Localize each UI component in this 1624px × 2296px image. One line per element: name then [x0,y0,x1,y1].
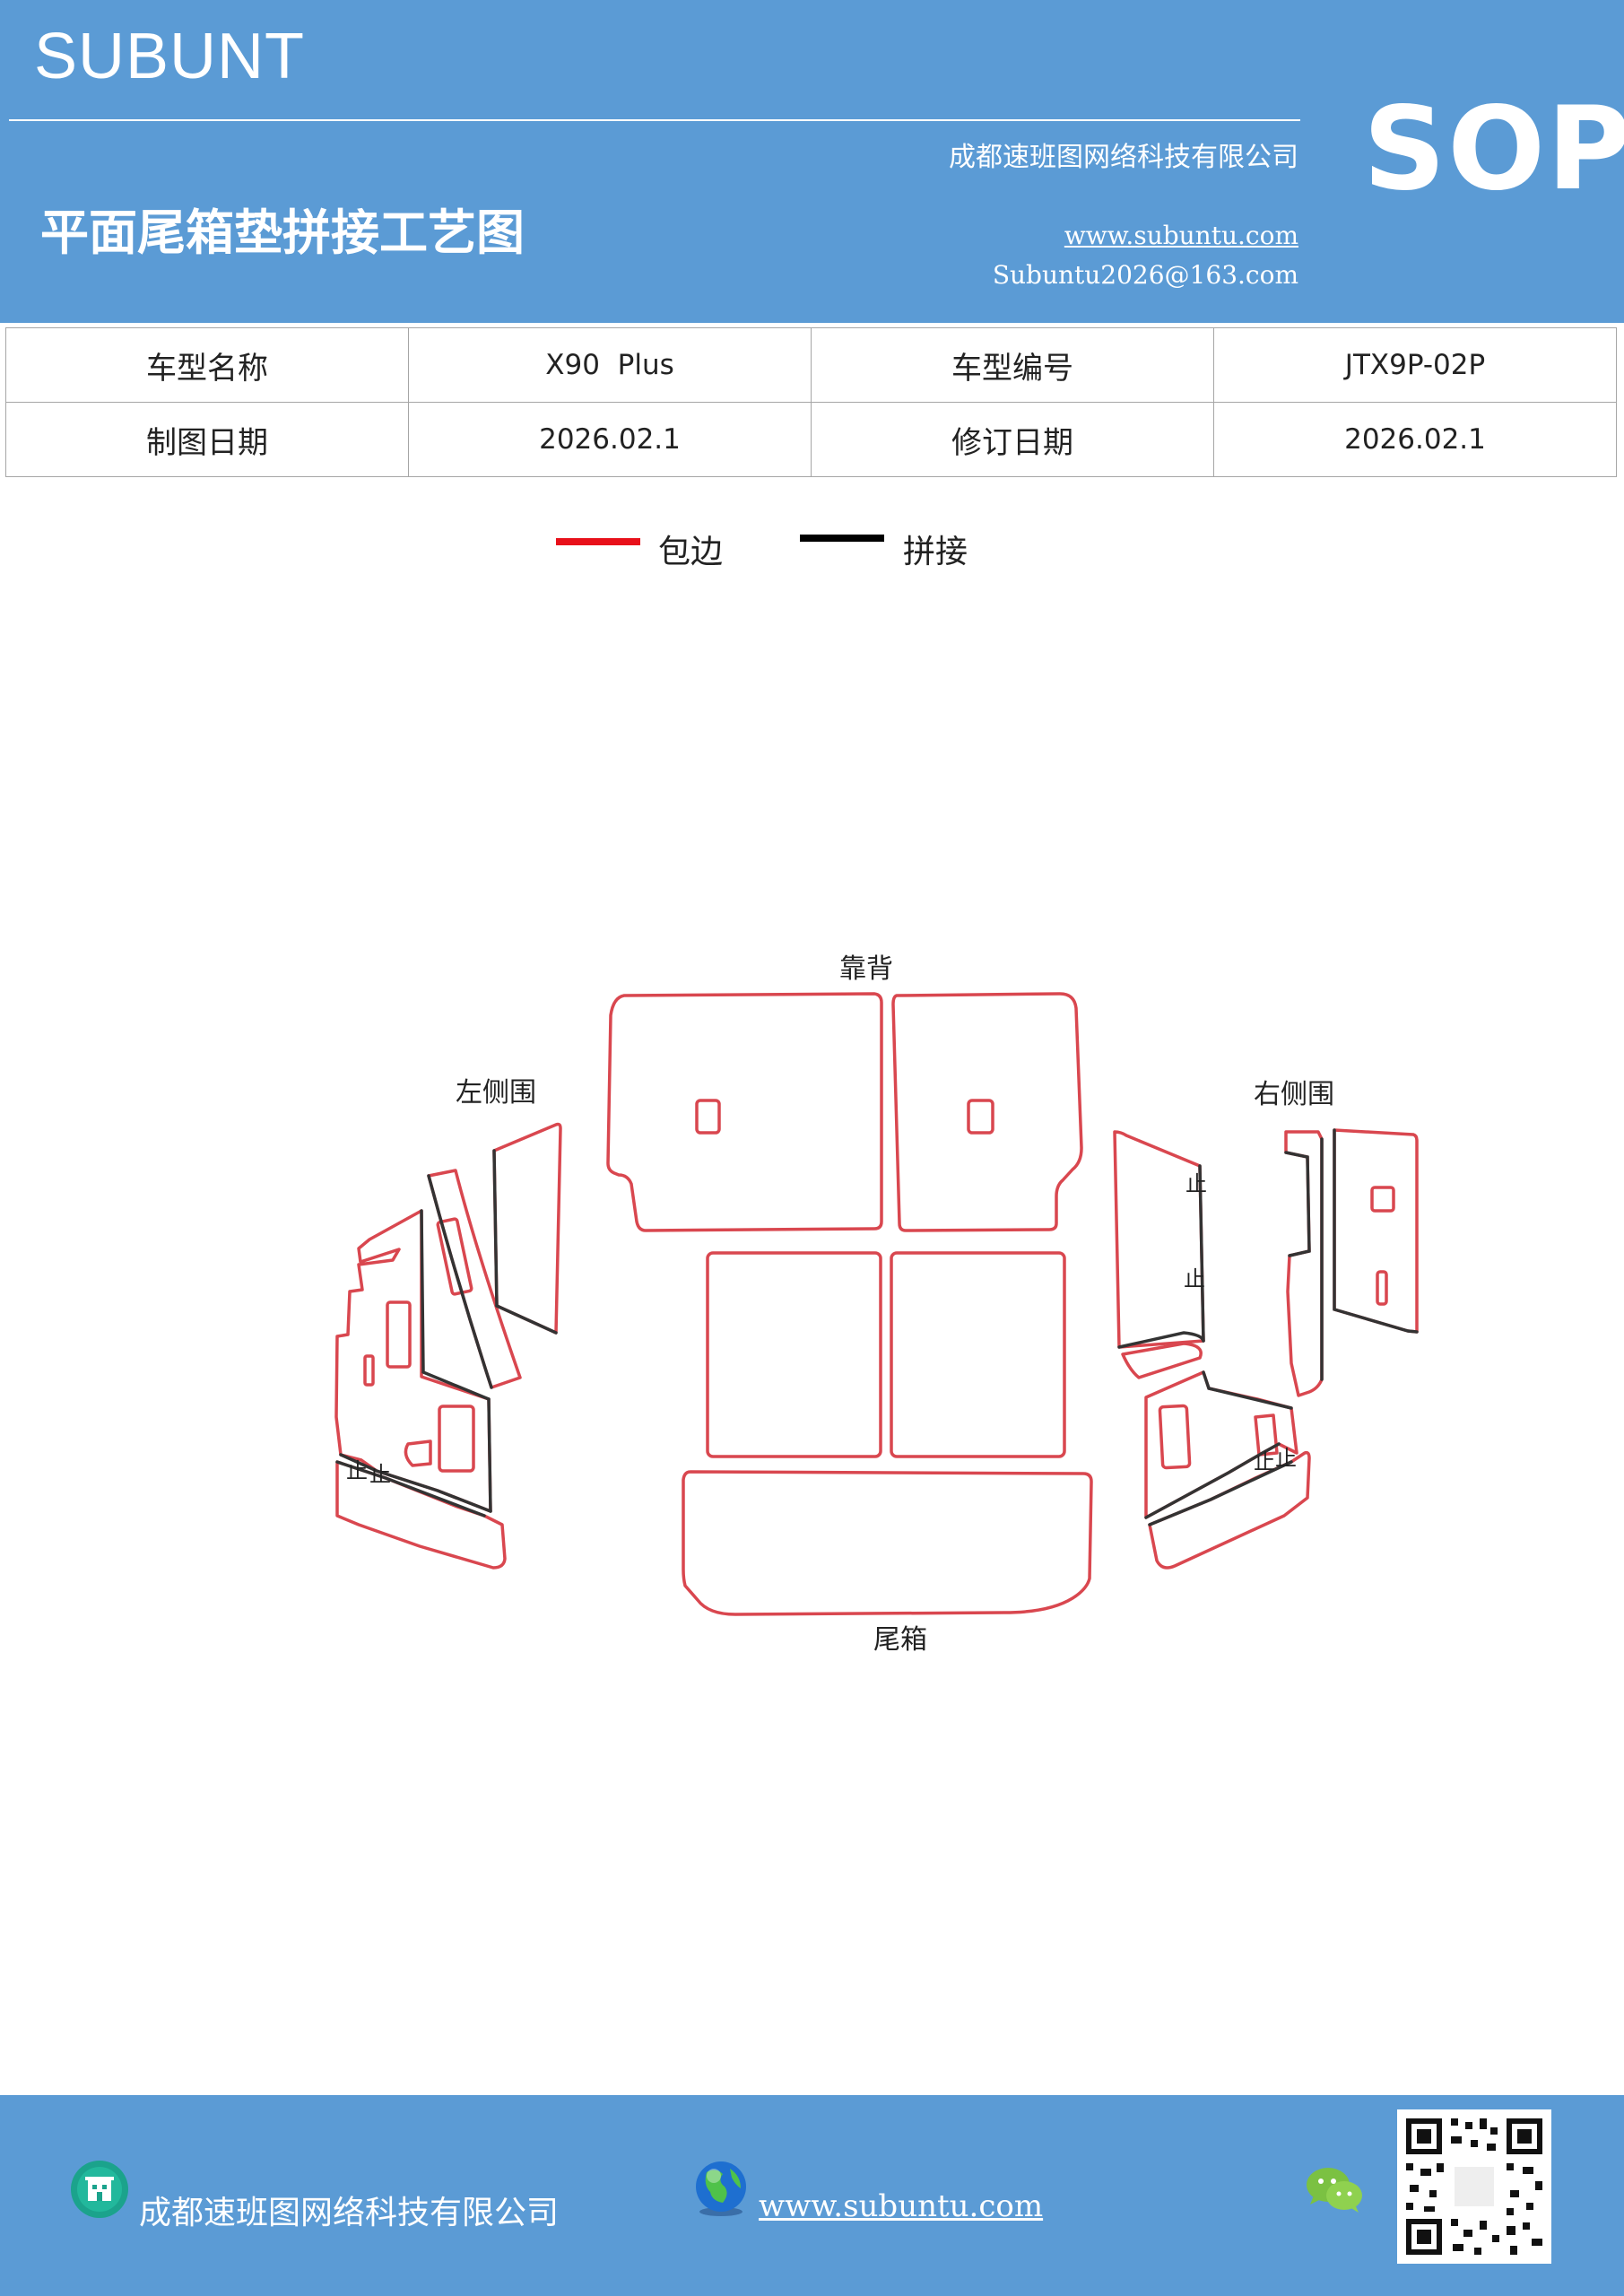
vehicle-info-table: 车型名称 X90 Plus 车型编号 JTX9P-02P 制图日期 2026.0… [5,327,1617,477]
left-side-hole-1 [386,1300,412,1369]
floor-right-panel [890,1251,1066,1458]
floor-left-panel [706,1251,882,1458]
left-side-hole-2 [363,1354,375,1387]
seam-right-5 [1333,1128,1419,1334]
left-side-hole-4 [404,1439,432,1467]
backrest-left-panel [606,992,883,1232]
right-side-tall-strip [1284,1130,1324,1397]
seam-left-6 [335,1460,486,1518]
stop-mark: 止 [1275,1446,1297,1471]
header-divider [9,119,1300,121]
model-code-value: JTX9P-02P [1213,327,1617,403]
document-title: 平面尾箱垫拼接工艺图 [40,204,525,261]
wechat-icon [1307,2168,1362,2213]
seam-right-4 [1284,1151,1311,1257]
globe-icon [696,2161,746,2216]
seam-left-3 [427,1174,493,1389]
company-name: 成都速班图网络科技有限公司 [949,142,1298,173]
footer-banner: 成都速班图网络科技有限公司 www.subuntu.com [0,2095,1624,2296]
left-side-bottom-strip [335,1460,507,1570]
brand-name: SUBUNT [34,21,306,92]
right-side-small-strip [1121,1342,1203,1379]
footer-company-name: 成都速班图网络科技有限公司 [139,2195,560,2231]
model-name-label: 车型名称 [5,327,409,403]
seam-right-6 [1202,1370,1293,1410]
revise-date-label: 修订日期 [811,402,1214,477]
right-side-right-panel [1333,1128,1419,1334]
seam-right-7 [1144,1442,1281,1519]
model-name-value: X90 Plus [408,327,812,403]
right-side-bottom-strip [1148,1450,1311,1570]
trunk-label: 尾箱 [873,1624,927,1656]
stop-mark: 止 [369,1462,391,1487]
stop-mark: 止 [1184,1266,1205,1292]
seam-right-1 [1198,1164,1205,1343]
legend: 包边 拼接 [0,526,1624,570]
right-side-hole-3 [1158,1404,1192,1470]
backrest-left-hole [695,1099,721,1135]
seam-left-2 [495,1304,558,1335]
left-side-middle-strip [427,1169,522,1389]
right-side-hole-2 [1376,1270,1388,1306]
stop-mark: 止 [346,1458,368,1483]
seam-left-4 [420,1209,491,1401]
right-side-hole-1 [1370,1186,1395,1213]
seam-left-1 [492,1149,499,1308]
table-row: 制图日期 2026.02.1 修订日期 2026.02.1 [5,402,1617,477]
seam-right-2 [1117,1331,1205,1349]
backrest-right-panel [891,992,1083,1232]
backrest-right-hole [967,1099,994,1135]
legend-edge-label: 包边 [658,534,724,570]
legend-edge-swatch [556,538,640,545]
stop-mark: 止 [1185,1171,1207,1196]
trunk-mat-diagram: 止 止 止 止 止 止 靠背 左侧围 右侧围 尾箱 [334,953,1419,1656]
right-side-label: 右侧围 [1254,1079,1334,1110]
left-side-top-strip [492,1122,562,1335]
legend-seam-swatch [800,535,884,542]
stop-mark: 止 [1254,1449,1275,1474]
footer-website-link[interactable]: www.subuntu.com [759,2188,1044,2224]
table-row: 车型名称 X90 Plus 车型编号 JTX9P-02P [5,327,1617,403]
qr-code-icon[interactable] [1397,2109,1551,2264]
right-side-upper-panel [1113,1130,1205,1349]
draw-date-label: 制图日期 [5,402,409,477]
seam-left-7 [339,1453,492,1513]
building-icon [71,2161,128,2218]
backrest-label: 靠背 [839,953,893,985]
website-link[interactable]: www.subuntu.com [1064,221,1298,250]
revise-date-value: 2026.02.1 [1213,402,1617,477]
left-side-label: 左侧围 [456,1077,536,1109]
draw-date-value: 2026.02.1 [408,402,812,477]
legend-seam-label: 拼接 [903,534,968,570]
seam-right-8 [1148,1460,1293,1526]
header-banner: SUBUNT 成都速班图网络科技有限公司 平面尾箱垫拼接工艺图 www.subu… [0,0,1624,323]
sop-badge: SOP [1363,83,1624,216]
model-code-label: 车型编号 [811,327,1214,403]
right-side-hole-4 [1254,1413,1279,1457]
trunk-panel [682,1470,1093,1616]
seam-left-5 [487,1397,492,1513]
left-side-hole-3 [438,1405,475,1473]
email-address: Subuntu2026@163.com [992,260,1298,290]
